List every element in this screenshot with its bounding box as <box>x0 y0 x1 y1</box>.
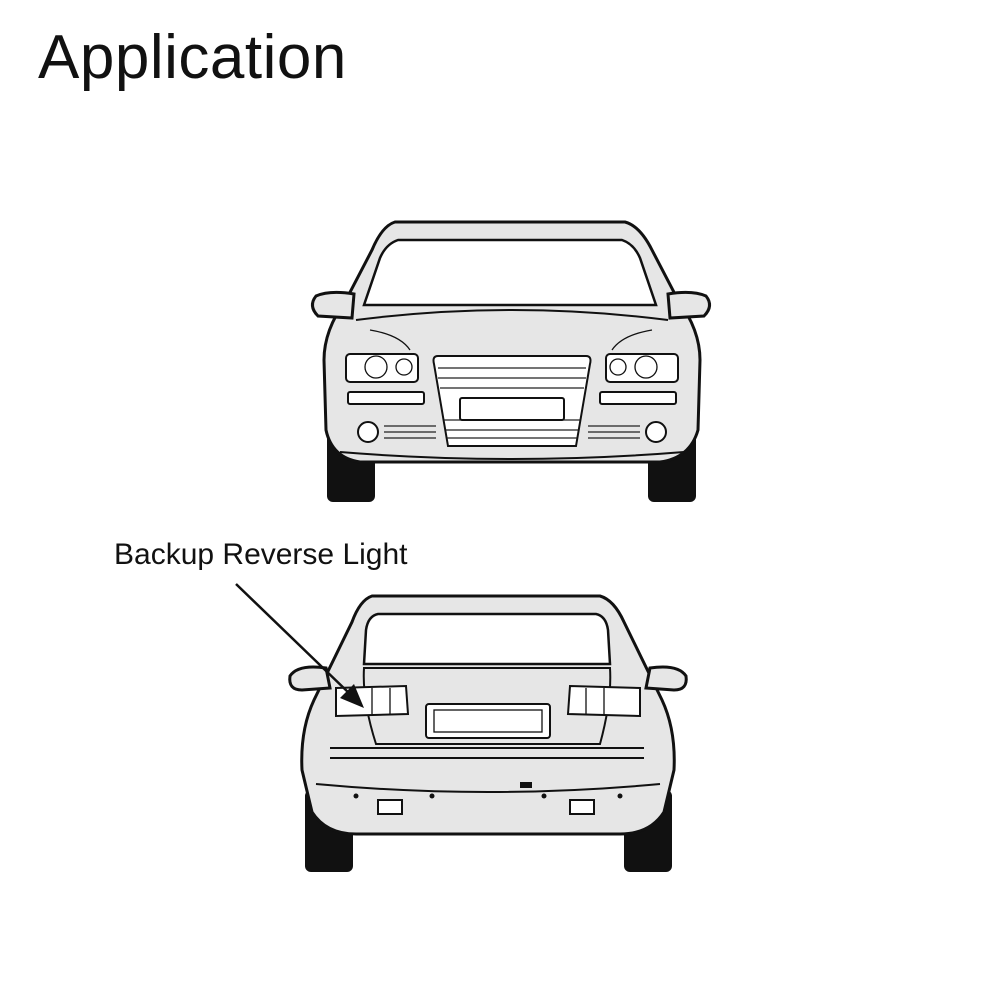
rear-right-mirror <box>644 665 688 692</box>
front-right-fog-light <box>645 421 667 443</box>
rear-left-mirror <box>288 665 332 692</box>
page-title: Application <box>38 23 347 92</box>
callout-label-backup-reverse-light: Backup Reverse Light <box>114 538 408 571</box>
front-left-headlight <box>345 353 419 383</box>
rear-left-reflector <box>377 799 403 815</box>
rear-window <box>362 612 612 666</box>
rear-right-reflector <box>569 799 595 815</box>
front-windshield <box>362 238 658 307</box>
front-left-fog-light <box>357 421 379 443</box>
callout-arrow <box>235 583 364 708</box>
front-right-mirror <box>666 290 711 320</box>
front-left-mirror <box>311 290 356 320</box>
rear-license-plate <box>425 703 551 739</box>
front-license-plate <box>459 397 565 421</box>
